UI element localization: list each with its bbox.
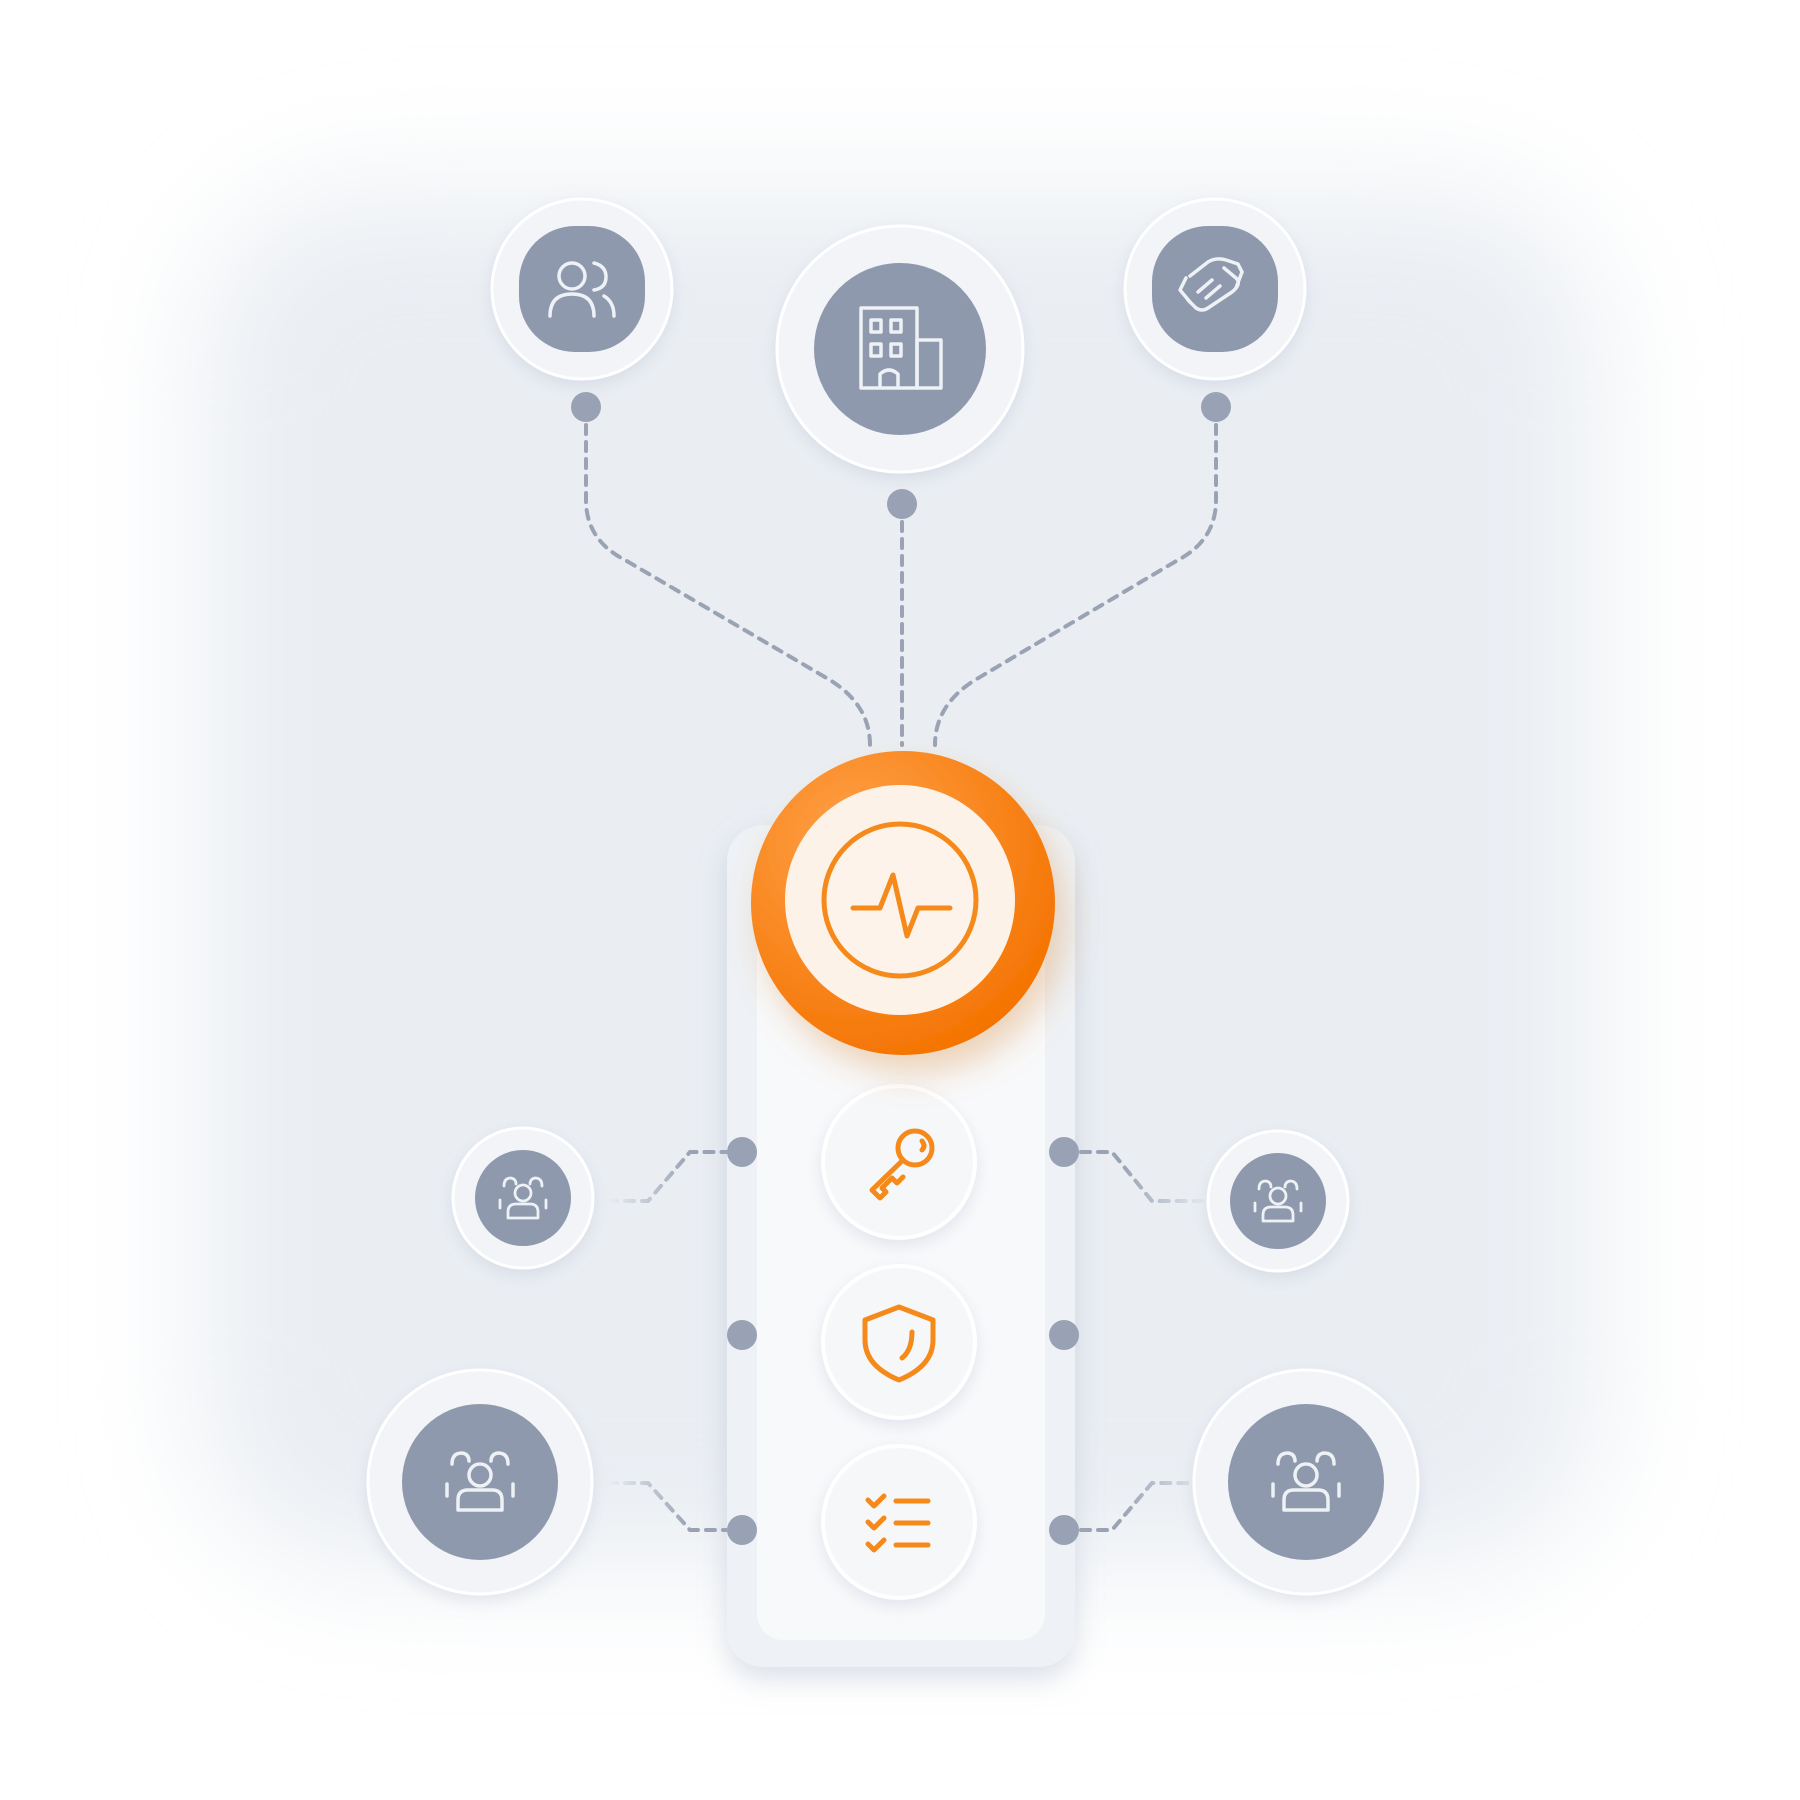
node-users xyxy=(490,197,674,381)
connector-left-upper xyxy=(606,1150,744,1203)
connector-users-hub xyxy=(584,406,872,747)
connector-left-lower xyxy=(606,1481,744,1532)
node-body xyxy=(402,1404,558,1560)
connector-dot xyxy=(1049,1137,1079,1167)
building-icon xyxy=(859,306,943,390)
connector-right-upper xyxy=(1062,1150,1212,1203)
group-icon xyxy=(445,1451,515,1512)
users-icon xyxy=(548,261,616,318)
connector-dot xyxy=(1201,392,1231,422)
key-icon xyxy=(869,1128,935,1201)
node-handshake xyxy=(1123,197,1307,381)
top-connector-dots xyxy=(571,392,1231,519)
handshake-icon xyxy=(1178,257,1244,312)
connector-dot xyxy=(1049,1515,1079,1545)
node-body xyxy=(475,1150,571,1246)
connector-dot xyxy=(727,1515,757,1545)
connector-dot xyxy=(1049,1320,1079,1350)
node-building xyxy=(775,224,1025,474)
shield-icon xyxy=(862,1304,936,1383)
connector-right-lower xyxy=(1062,1481,1212,1532)
checklist-icon xyxy=(865,1493,931,1553)
service-column xyxy=(727,825,1075,1667)
node-body xyxy=(1228,1404,1384,1560)
connector-dot xyxy=(727,1320,757,1350)
side-connectors xyxy=(573,1150,1234,1532)
hub xyxy=(751,751,1055,1055)
connector-dot xyxy=(571,392,601,422)
item-ring xyxy=(821,1264,977,1420)
column-item-checklist xyxy=(821,1444,977,1600)
activity-pulse-icon xyxy=(850,872,953,939)
group-icon xyxy=(498,1176,548,1220)
group-icon xyxy=(1271,1451,1341,1512)
node-group-right-lower xyxy=(1192,1368,1420,1596)
node-group-right-upper xyxy=(1206,1129,1350,1273)
connector-handshake-hub xyxy=(933,406,1218,747)
connector-dot xyxy=(887,489,917,519)
column-inner xyxy=(757,840,1045,1640)
column-item-key xyxy=(821,1084,977,1240)
column-connector-dots xyxy=(727,1137,1079,1545)
node-group-left-upper xyxy=(451,1126,595,1270)
column-item-shield xyxy=(821,1264,977,1420)
node-body xyxy=(1230,1153,1326,1249)
node-group-left-lower xyxy=(366,1368,594,1596)
connector-dot xyxy=(727,1137,757,1167)
group-icon xyxy=(1253,1179,1303,1223)
top-connectors xyxy=(584,406,1218,747)
node-body xyxy=(519,226,645,352)
